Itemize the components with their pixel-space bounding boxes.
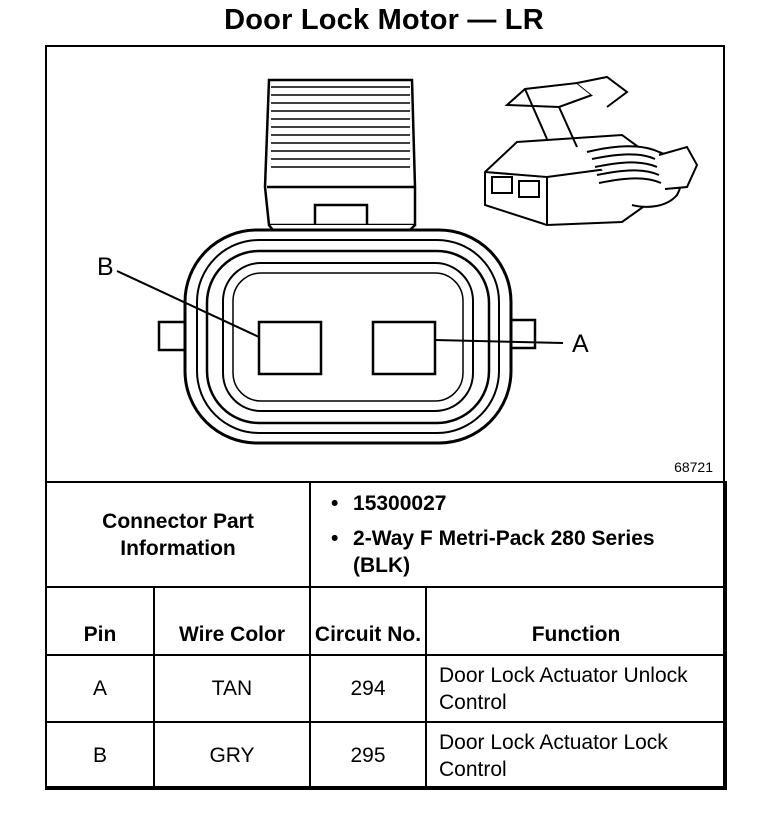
- header-pin: Pin: [45, 586, 155, 656]
- cavity-b: [257, 320, 323, 376]
- connector-body: [183, 228, 513, 445]
- cell-function: Door Lock Actuator Lock Control: [425, 721, 728, 790]
- connector-info-details: •15300027 •2-Way F Metri-Pack 280 Series…: [309, 481, 728, 588]
- terminal-cavities: [257, 320, 437, 376]
- cell-circuit: 295: [309, 721, 428, 790]
- leader-lines: [116, 270, 564, 344]
- connector-info-list: •15300027 •2-Way F Metri-Pack 280 Series…: [331, 490, 715, 579]
- connector-diagram: B A 68721: [47, 47, 723, 481]
- header-circuit-no: Circuit No.: [309, 586, 428, 656]
- cell-wire-color: TAN: [152, 654, 312, 723]
- connector-housing-top: [263, 78, 417, 235]
- cell-pin: A: [45, 654, 155, 723]
- table-header-row: Pin Wire Color Circuit No. Function: [45, 586, 728, 656]
- page-title: Door Lock Motor — LR: [224, 4, 544, 36]
- connector-info-row: Connector Part Information •15300027 •2-…: [44, 481, 728, 588]
- cell-circuit: 294: [309, 654, 428, 723]
- bullet-icon: •: [331, 527, 339, 550]
- connector-isometric-view: [484, 75, 699, 227]
- pin-label-a: A: [572, 330, 589, 358]
- connector-part-number: •15300027: [331, 492, 447, 515]
- table-row: B GRY 295 Door Lock Actuator Lock Contro…: [45, 721, 728, 790]
- cell-wire-color: GRY: [152, 721, 312, 790]
- connector-series: •2-Way F Metri-Pack 280 Series (BLK): [331, 527, 655, 577]
- pin-label-b: B: [97, 253, 114, 281]
- header-function: Function: [425, 586, 728, 656]
- cell-function: Door Lock Actuator Unlock Control: [425, 654, 728, 723]
- bullet-icon: •: [331, 492, 339, 515]
- header-wire-color: Wire Color: [152, 586, 312, 656]
- figure-number: 68721: [674, 459, 713, 475]
- cell-pin: B: [45, 721, 155, 790]
- connector-info-label: Connector Part Information: [44, 481, 312, 588]
- table-row: A TAN 294 Door Lock Actuator Unlock Cont…: [45, 654, 728, 723]
- connector-drawing: [116, 75, 699, 445]
- cavity-a: [371, 320, 437, 376]
- connector-spec-table: Connector Part Information •15300027 •2-…: [44, 481, 728, 790]
